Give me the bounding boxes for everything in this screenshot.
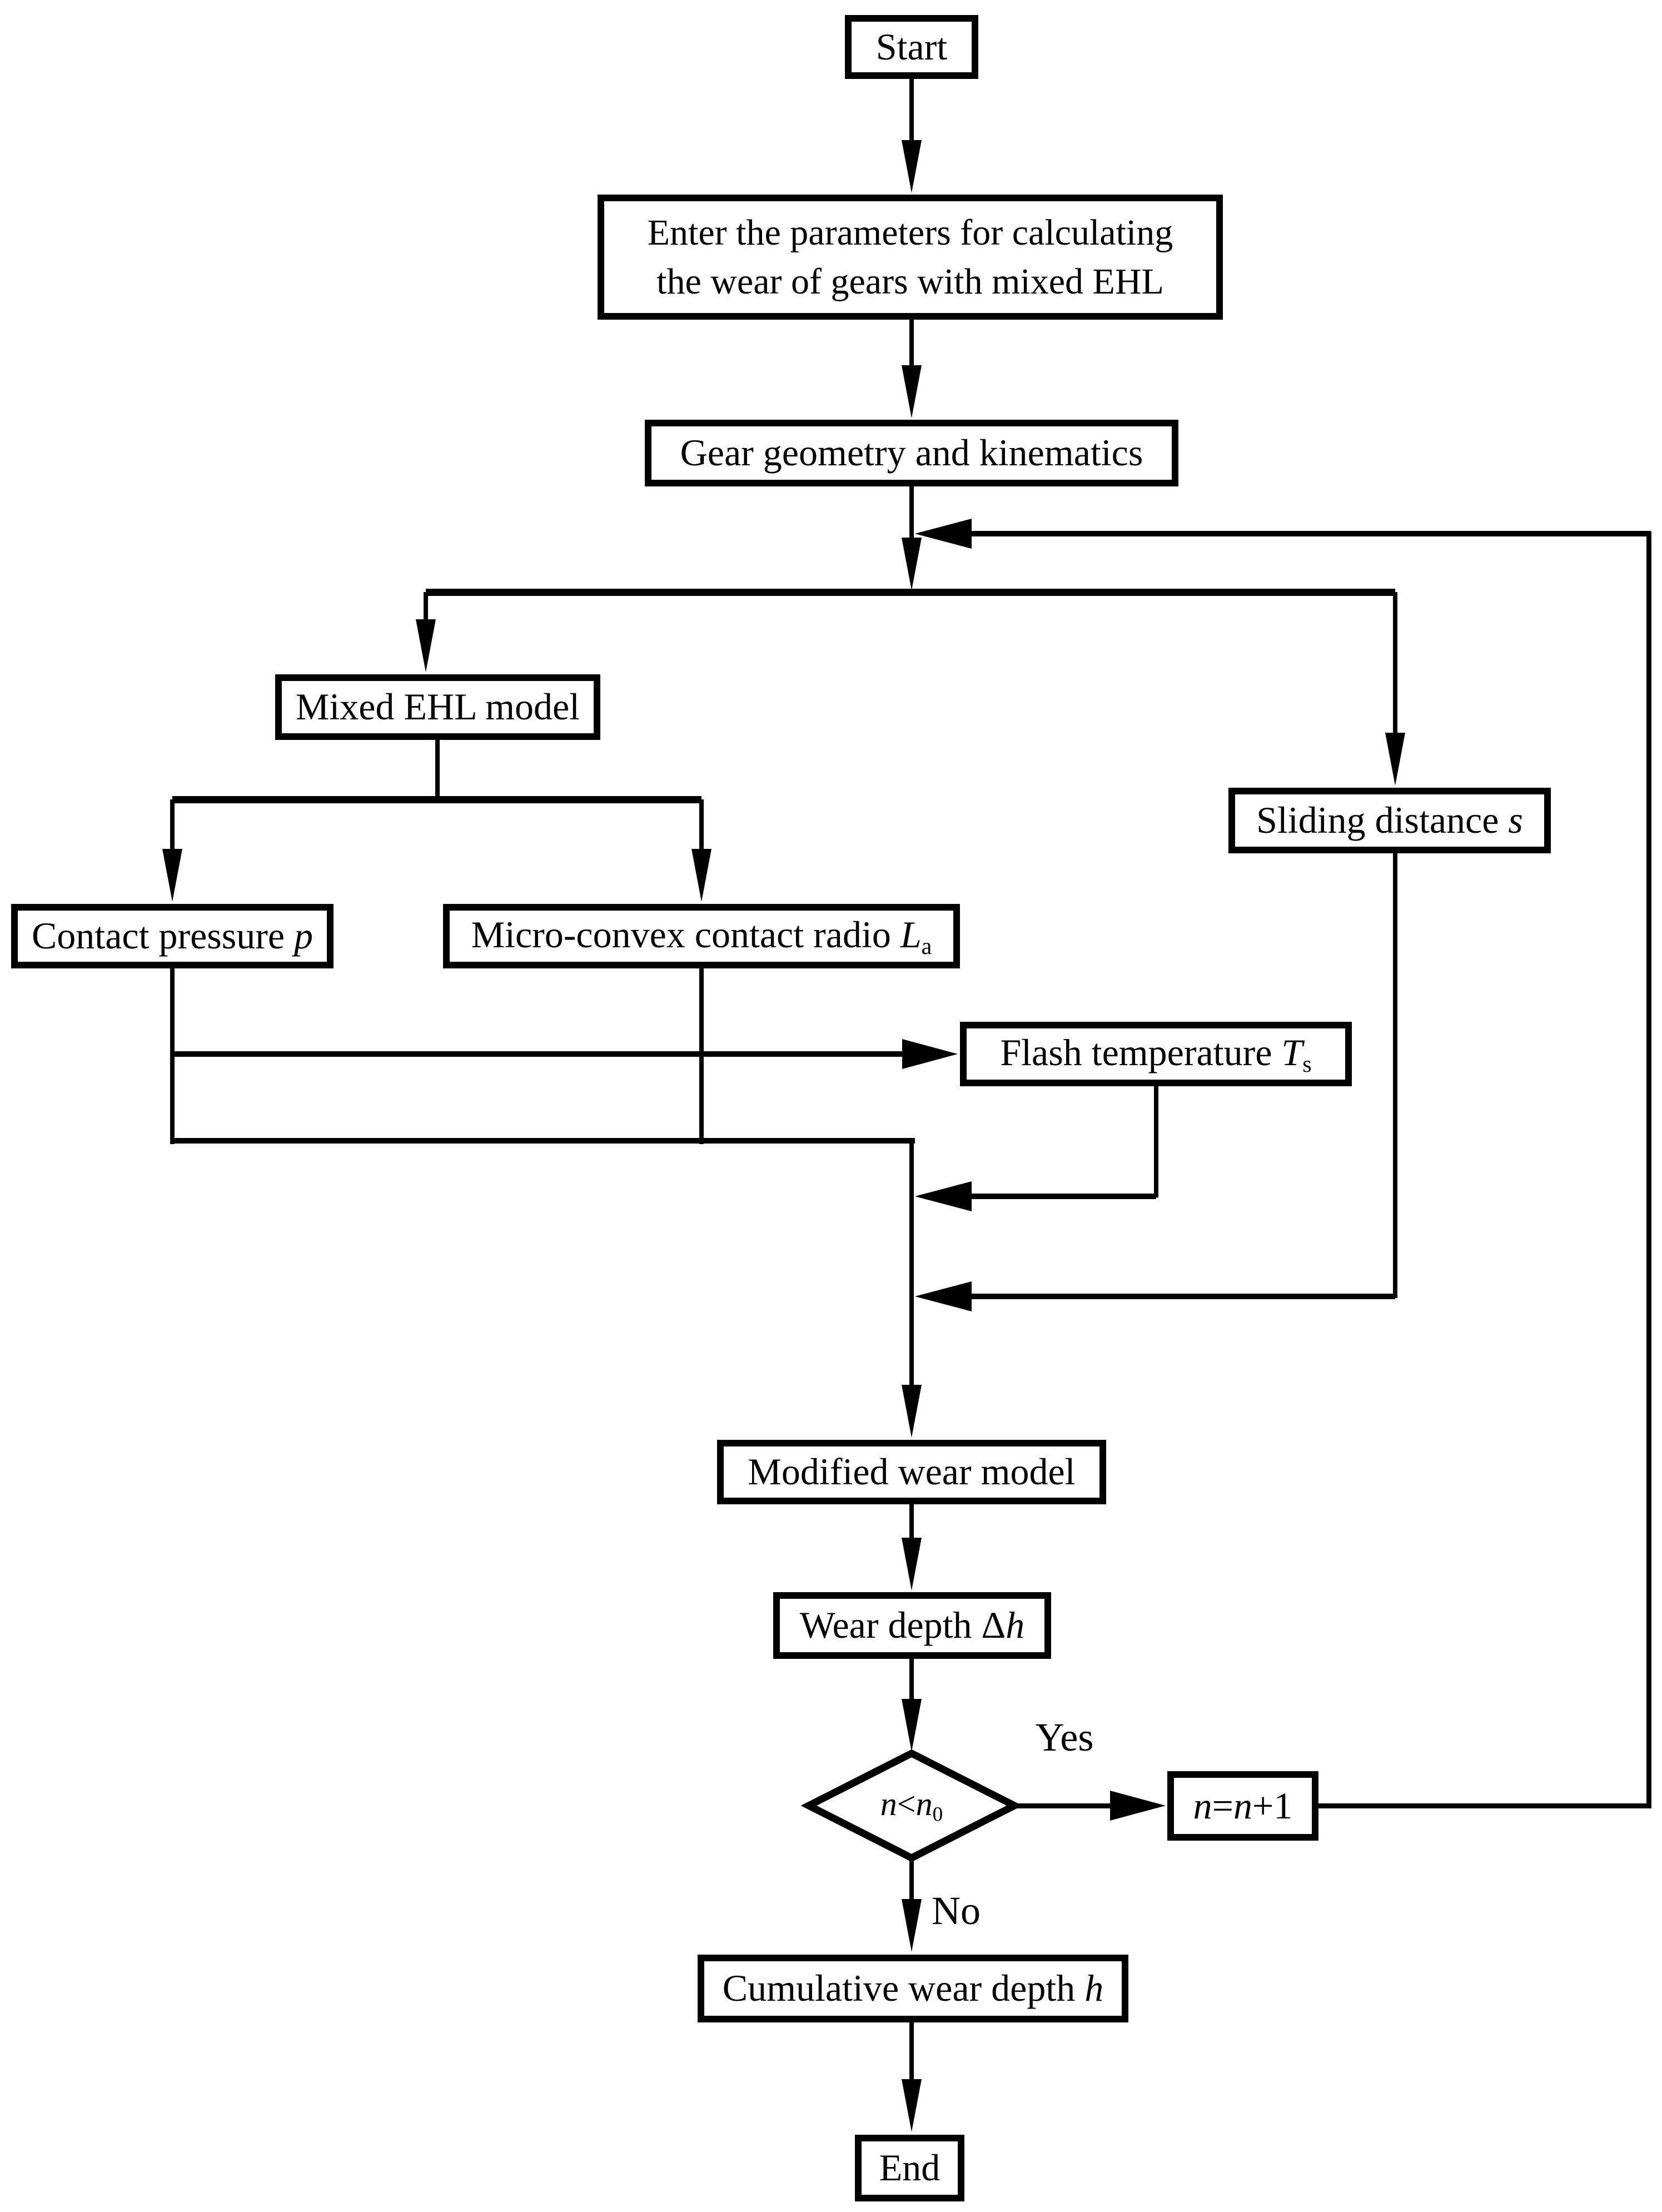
- node-start: Start: [845, 15, 978, 79]
- label-yes: Yes: [1017, 1712, 1112, 1762]
- edge-modified-to-wear-depth: [902, 1504, 922, 1590]
- node-mixed-ehl-model: Mixed EHL model: [275, 674, 600, 740]
- edge-start-to-parameters: [902, 79, 922, 193]
- node-n-increment: n=n+1: [1167, 1771, 1318, 1841]
- node-micro-convex-contact-radio-label: Micro-convex contact radio La: [471, 913, 932, 960]
- node-cumulative-wear-depth-label: Cumulative wear depth h: [722, 1967, 1104, 2010]
- node-mixed-ehl-model-label: Mixed EHL model: [295, 685, 580, 728]
- node-cumulative-wear-depth: Cumulative wear depth h: [698, 1955, 1128, 2022]
- node-gear-geometry: Gear geometry and kinematics: [645, 420, 1178, 486]
- edge-wear-depth-to-decision: [902, 1659, 922, 1752]
- node-wear-depth-label: Wear depth Δh: [799, 1604, 1025, 1647]
- node-start-label: Start: [875, 25, 948, 68]
- label-yes-text: Yes: [1035, 1714, 1094, 1759]
- node-end-label: End: [879, 2146, 941, 2189]
- node-contact-pressure: Contact pressure p: [11, 904, 334, 968]
- node-end: End: [855, 2135, 964, 2201]
- edge-mixed-to-split2: [435, 740, 440, 803]
- edge-split2-to-contact-pressure: [162, 799, 182, 902]
- edge-sliding-output: [915, 853, 1397, 1311]
- bus-split-mixed-outputs: [172, 796, 701, 803]
- node-n-increment-label: n=n+1: [1193, 1784, 1293, 1827]
- node-sliding-distance-label: Sliding distance s: [1256, 799, 1523, 842]
- node-flash-temperature: Flash temperature Ts: [960, 1022, 1352, 1086]
- label-no-text: No: [932, 1888, 981, 1933]
- edge-bus-to-modified-wear: [172, 1138, 922, 1438]
- edge-to-flash-temperature: [172, 1039, 958, 1069]
- edge-split2-to-micro-convex: [691, 799, 711, 902]
- node-modified-wear-model: Modified wear model: [717, 1440, 1106, 1504]
- node-modified-wear-model-label: Modified wear model: [748, 1450, 1076, 1493]
- edge-split-to-mixed-ehl: [416, 592, 436, 672]
- edge-gear-to-split: [902, 486, 922, 590]
- decision-n-less-than-n0: n<n0: [809, 1753, 1014, 1858]
- decision-label: n<n0: [880, 1785, 943, 1826]
- edge-split-to-sliding: [1385, 592, 1405, 786]
- edge-yes-branch: [1014, 1791, 1166, 1821]
- node-wear-depth: Wear depth Δh: [773, 1592, 1051, 1659]
- edge-loop-reentry-arrow: [915, 519, 1651, 549]
- edge-flash-output: [915, 1086, 1158, 1211]
- edge-loop-back: [1318, 531, 1651, 1808]
- node-micro-convex-contact-radio: Micro-convex contact radio La: [443, 904, 960, 968]
- edge-cumulative-to-end: [902, 2022, 922, 2132]
- node-flash-temperature-label: Flash temperature Ts: [1000, 1031, 1312, 1078]
- node-sliding-distance: Sliding distance s: [1228, 788, 1551, 853]
- label-no: No: [923, 1886, 989, 1936]
- node-gear-geometry-label: Gear geometry and kinematics: [680, 431, 1143, 474]
- edge-parameters-to-gear: [902, 320, 922, 418]
- node-contact-pressure-label: Contact pressure p: [31, 914, 314, 957]
- bus-split-top: [426, 589, 1395, 596]
- edge-no-branch: [902, 1858, 922, 1952]
